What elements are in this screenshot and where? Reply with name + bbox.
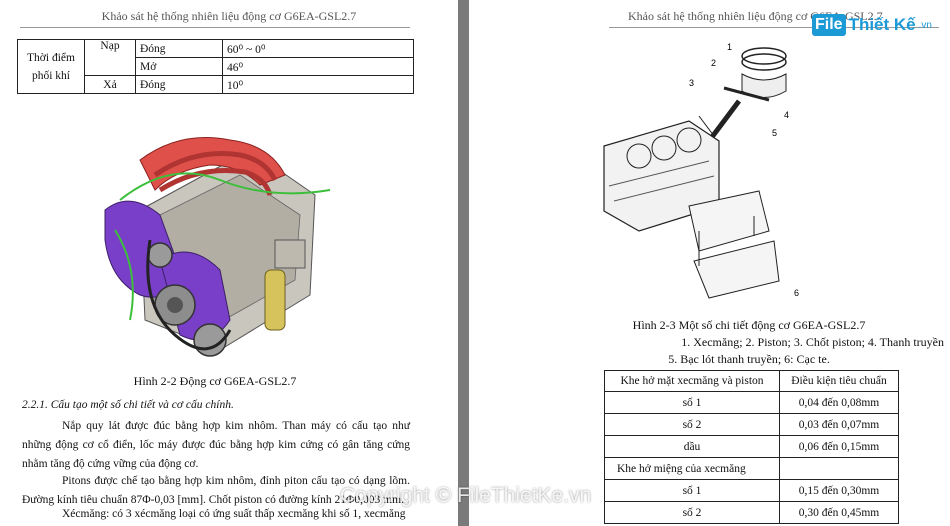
- part-label: 6: [794, 288, 799, 298]
- table-header: Điều kiện tiêu chuẩn: [779, 370, 899, 392]
- table-cell: 0,15 đến 0,30mm: [779, 479, 899, 502]
- document-page-left: Khảo sát hệ thống nhiên liệu động cơ G6E…: [0, 0, 458, 526]
- paragraph: Nắp quy lát được đúc bằng hợp kim nhôm. …: [22, 420, 410, 470]
- table-header: Khe hở mặt xecmăng và piston: [604, 370, 780, 392]
- ring-clearance-table: Khe hở mặt xecmăng và piston Điều kiện t…: [604, 370, 899, 524]
- part-label: 3: [689, 78, 694, 88]
- table-cell: số 2: [604, 501, 780, 524]
- section-heading: 2.2.1. Cấu tạo một số chi tiết và cơ cấu…: [22, 399, 234, 411]
- valve-timing-table: Thời điểm phối khí Nạp Đóng 60⁰ ~ 0⁰ Mở …: [17, 39, 414, 94]
- table-cell: dầu: [604, 435, 780, 458]
- table-cell: số 2: [604, 413, 780, 436]
- table-cell: [779, 457, 899, 480]
- table-cell: số 1: [604, 479, 780, 502]
- page-header: Khảo sát hệ thống nhiên liệu động cơ G6E…: [101, 9, 357, 23]
- figure-caption-line: 1. Xecmăng; 2. Piston; 3. Chốt piston; 4…: [681, 335, 944, 349]
- valve-timing-group: Thời điểm phối khí: [17, 39, 85, 94]
- table-cell: Khe hở miệng của xecmăng: [604, 457, 780, 480]
- header-rule: [20, 27, 410, 28]
- engine-illustration: [104, 137, 331, 357]
- logo-box: File: [812, 14, 846, 36]
- table-cell: 0,03 đến 0,07mm: [779, 413, 899, 436]
- part-label: 2: [711, 58, 716, 68]
- site-logo[interactable]: File Thiết Kế .vn: [812, 14, 932, 36]
- table-cell: 0,04 đến 0,08mm: [779, 391, 899, 414]
- figure-caption-line: 5. Bạc lót thanh truyền; 6: Cạc te.: [668, 352, 830, 366]
- value-cell: 60⁰ ~ 0⁰: [222, 39, 414, 58]
- paragraph: Pitons được chế tạo bằng hợp kim nhôm, đ…: [22, 475, 410, 506]
- logo-text: Thiết Kế: [848, 15, 916, 34]
- logo-suffix: .vn: [918, 19, 932, 31]
- engine-parts-diagram: 1 2 3 4 5 6: [603, 42, 799, 299]
- figure-caption: Hình 2-2 Động cơ G6EA-GSL2.7: [133, 374, 297, 388]
- phase-cell: Xả: [84, 75, 136, 94]
- table-cell: 0,06 đến 0,15mm: [779, 435, 899, 458]
- table-cell: số 1: [604, 391, 780, 414]
- value-cell: 10⁰: [222, 75, 414, 94]
- value-cell: 46⁰: [222, 57, 414, 76]
- part-label: 1: [727, 42, 732, 52]
- part-label: 4: [784, 110, 789, 120]
- figure-caption: Hình 2-3 Một số chi tiết động cơ G6EA-GS…: [632, 318, 866, 332]
- table-cell: 0,30 đến 0,45mm: [779, 501, 899, 524]
- page-gap: [458, 0, 469, 526]
- part-label: 5: [772, 128, 777, 138]
- copyright-watermark: Copyright © FileThietKe.vn: [340, 484, 592, 507]
- action-cell: Đóng: [135, 39, 223, 58]
- header-rule: [609, 27, 939, 28]
- document-page-right: Khảo sát hệ thống nhiên liệu động cơ G6E…: [469, 0, 950, 526]
- action-cell: Đóng: [135, 75, 223, 94]
- phase-cell: Nạp: [84, 39, 136, 76]
- paragraph: Xécmăng: có 3 xécmăng loại có ứng suất t…: [62, 508, 406, 520]
- action-cell: Mở: [135, 57, 223, 76]
